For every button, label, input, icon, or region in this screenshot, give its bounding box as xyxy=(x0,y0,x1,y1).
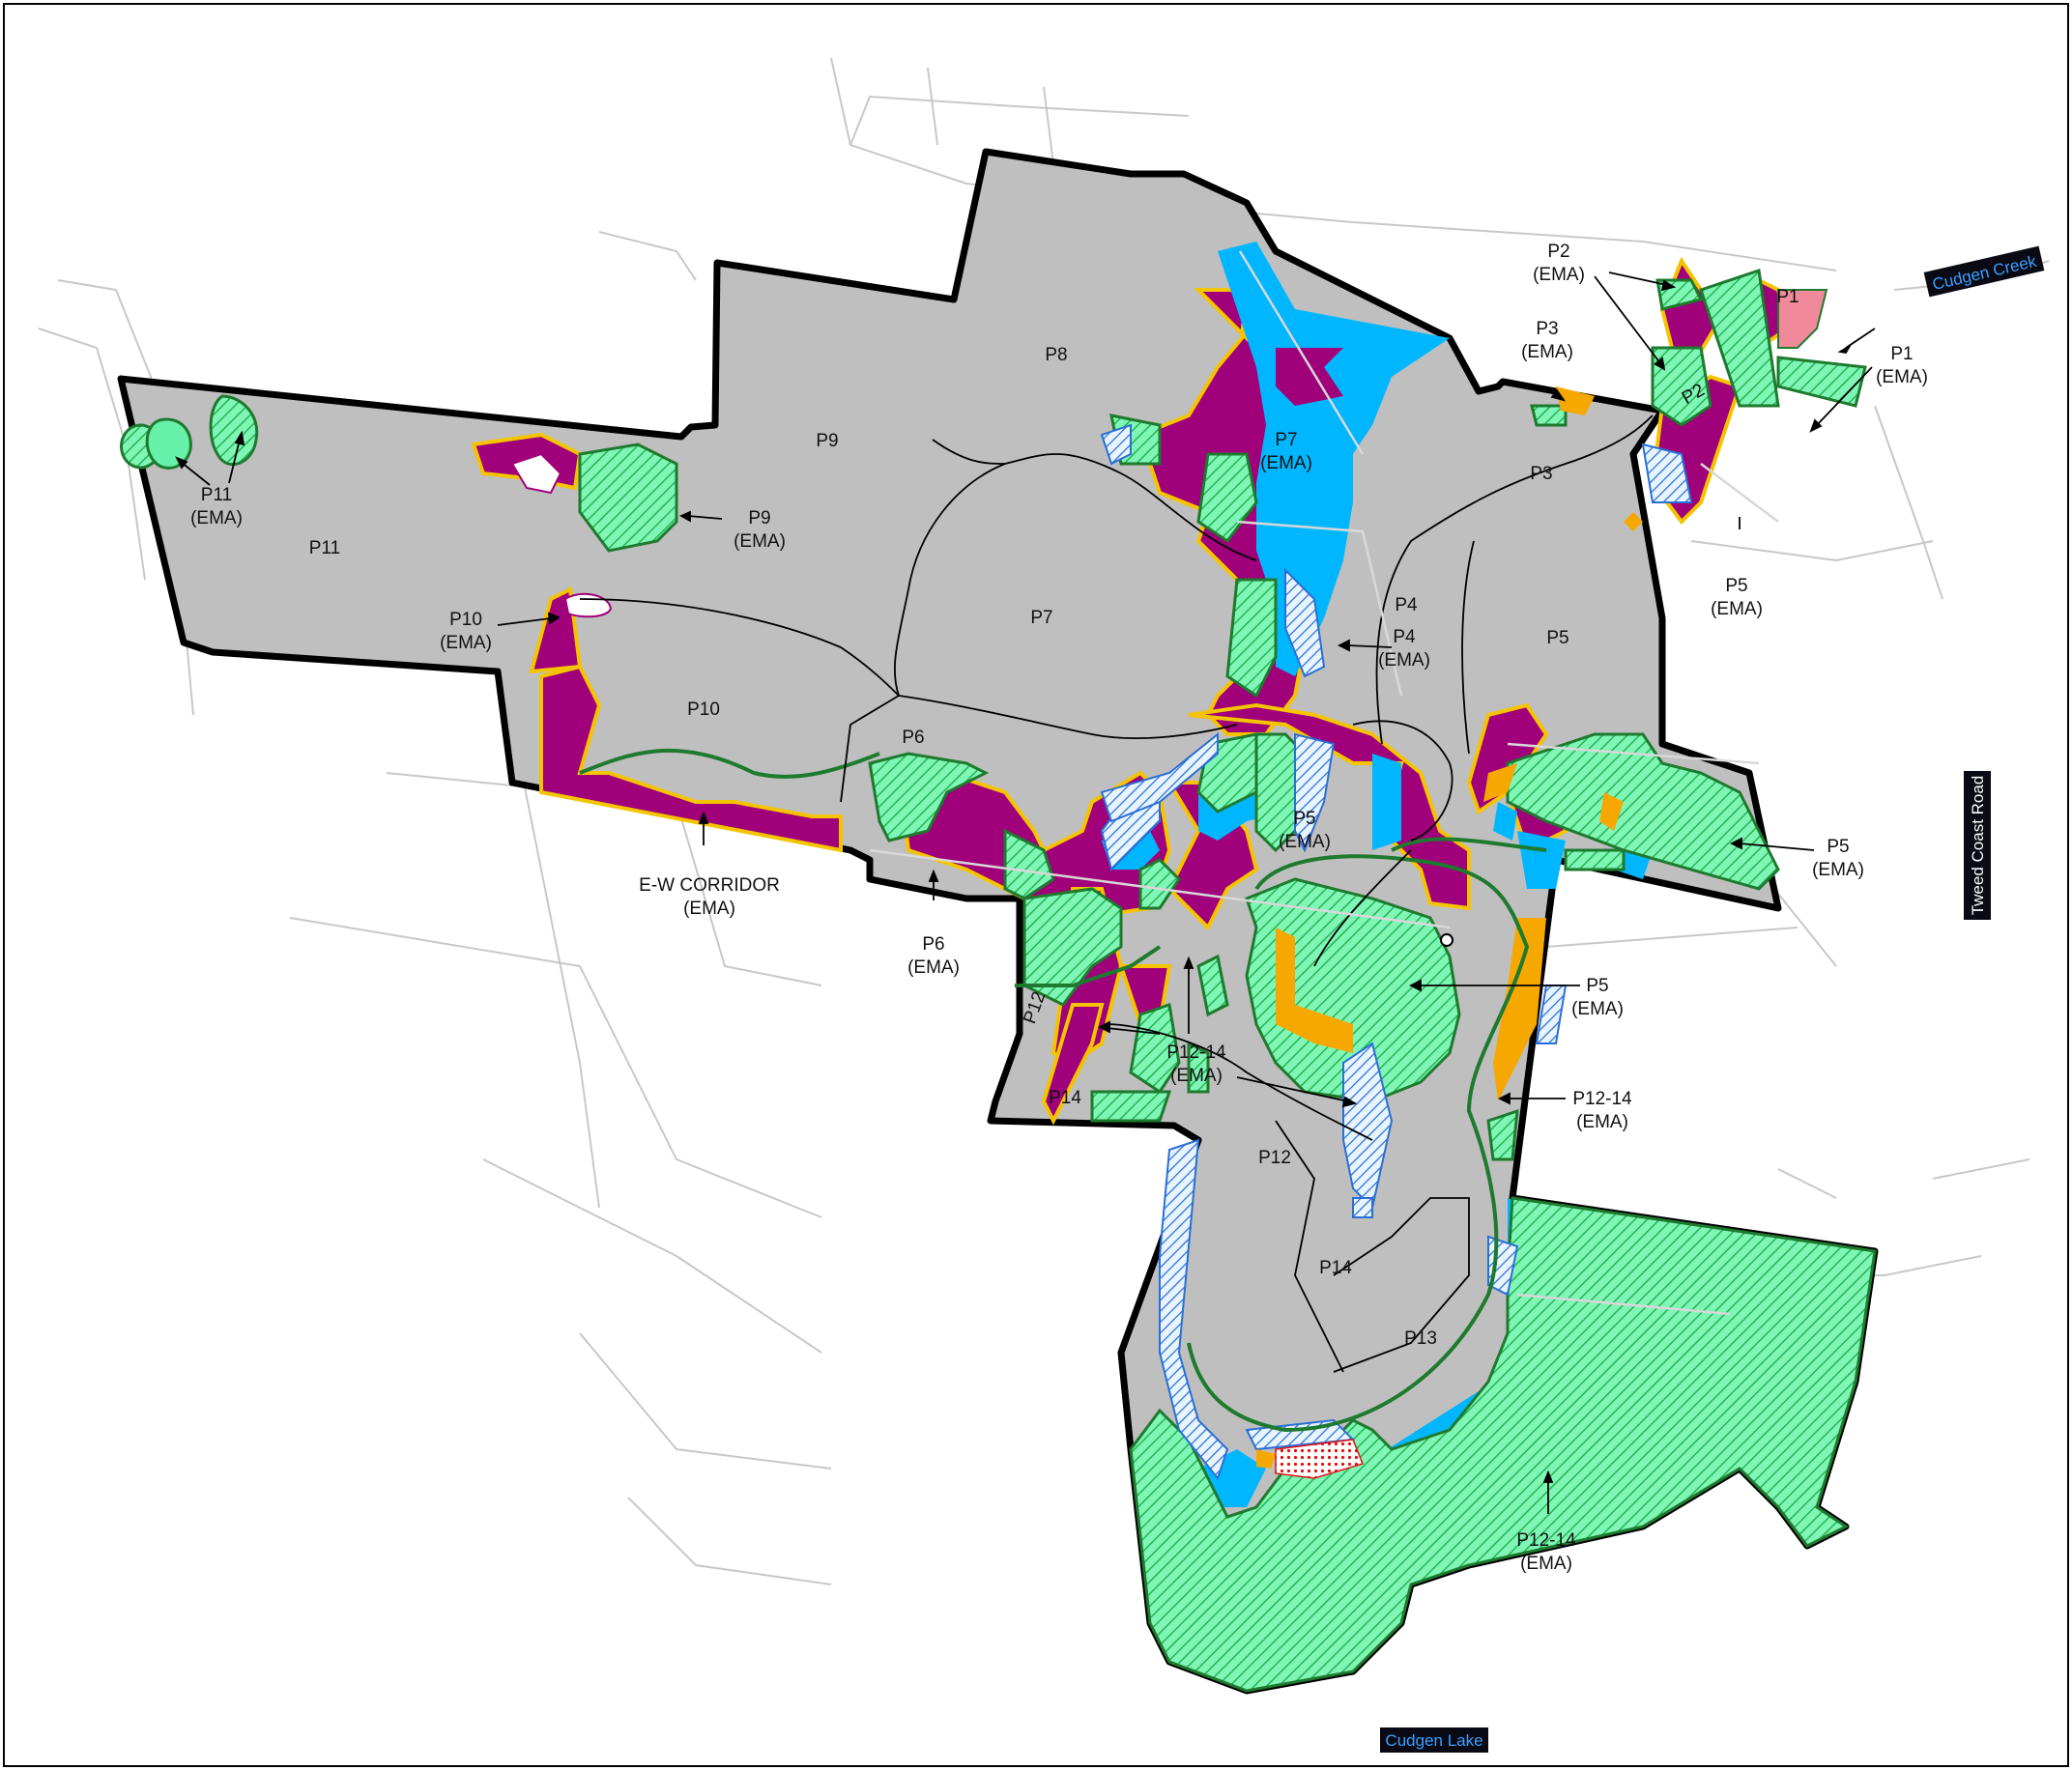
precinct-label-p8: P8 xyxy=(1045,345,1067,365)
ema-label-p1: P1(EMA) xyxy=(1876,344,1928,387)
cadastre-internal xyxy=(869,250,1779,1316)
precinct-label-p12: P12 xyxy=(1258,1148,1291,1168)
ema-label-p5-east: P5(EMA) xyxy=(1812,837,1864,880)
ema-label-p7: P7(EMA) xyxy=(1260,430,1312,473)
orange-zones xyxy=(1256,386,1643,1469)
precinct-label-p1: P1 xyxy=(1776,287,1799,307)
precinct-label-p14: P14 xyxy=(1319,1258,1352,1278)
ema-label-p11: P11(EMA) xyxy=(190,485,243,528)
ema-label-p5-south: P5(EMA) xyxy=(1571,976,1624,1019)
precinct-label-p10: P10 xyxy=(687,699,720,720)
ema-label-p9: P9(EMA) xyxy=(734,508,786,552)
ema-label-p12-14-west: P12-14(EMA) xyxy=(1166,1042,1226,1086)
ema-label-ew-corridor: E-W CORRIDOR(EMA) xyxy=(639,875,780,919)
p1-pink-zone xyxy=(1777,289,1828,349)
precinct-label-p14-small: P14 xyxy=(1049,1088,1081,1108)
ema-label-p10: P10(EMA) xyxy=(440,610,492,653)
internal-roads xyxy=(579,414,1654,1373)
leader-arrows xyxy=(175,271,1876,1514)
ema-label-p12-14-south: P12-14(EMA) xyxy=(1516,1530,1576,1574)
red-dotted-zone xyxy=(1275,1439,1365,1479)
precinct-label-p11: P11 xyxy=(309,538,340,558)
vegetation-zones xyxy=(120,269,1877,1693)
precinct-label-p4: P4 xyxy=(1395,595,1418,615)
precinct-label-p3: P3 xyxy=(1530,464,1552,484)
ema-label-p2: P2(EMA) xyxy=(1533,242,1585,285)
precinct-label-p6: P6 xyxy=(902,728,924,748)
place-badge-cudgen-lake: Cudgen Lake xyxy=(1380,1727,1488,1753)
precinct-label-p7: P7 xyxy=(1030,608,1052,628)
precinct-label-p9: P9 xyxy=(816,431,838,451)
ema-label-p5-center: P5(EMA) xyxy=(1279,809,1331,852)
ema-label-p12-14-east: P12-14(EMA) xyxy=(1572,1089,1632,1132)
ema-label-p3: P3(EMA) xyxy=(1521,319,1573,362)
ema-label-p5-north: P5(EMA) xyxy=(1711,576,1763,619)
place-badge-tweed-coast-road: Tweed Coast Road xyxy=(1964,771,1991,920)
tweed-coast-road-label: Tweed Coast Road xyxy=(1969,776,1987,916)
ema-labels: P1(EMA) P2(EMA) P3(EMA) P4(EMA) P5(EMA) … xyxy=(190,242,1928,1574)
precinct-label-p5: P5 xyxy=(1546,628,1568,648)
cudgen-lake-label: Cudgen Lake xyxy=(1385,1731,1482,1750)
ema-label-p4: P4(EMA) xyxy=(1378,627,1430,671)
corridor-lines xyxy=(579,748,1547,1433)
ema-label-p6: P6(EMA) xyxy=(907,934,960,978)
precinct-label-p13: P13 xyxy=(1404,1328,1437,1349)
marker-circle xyxy=(1440,933,1453,947)
p11-ema-zones xyxy=(145,417,192,470)
